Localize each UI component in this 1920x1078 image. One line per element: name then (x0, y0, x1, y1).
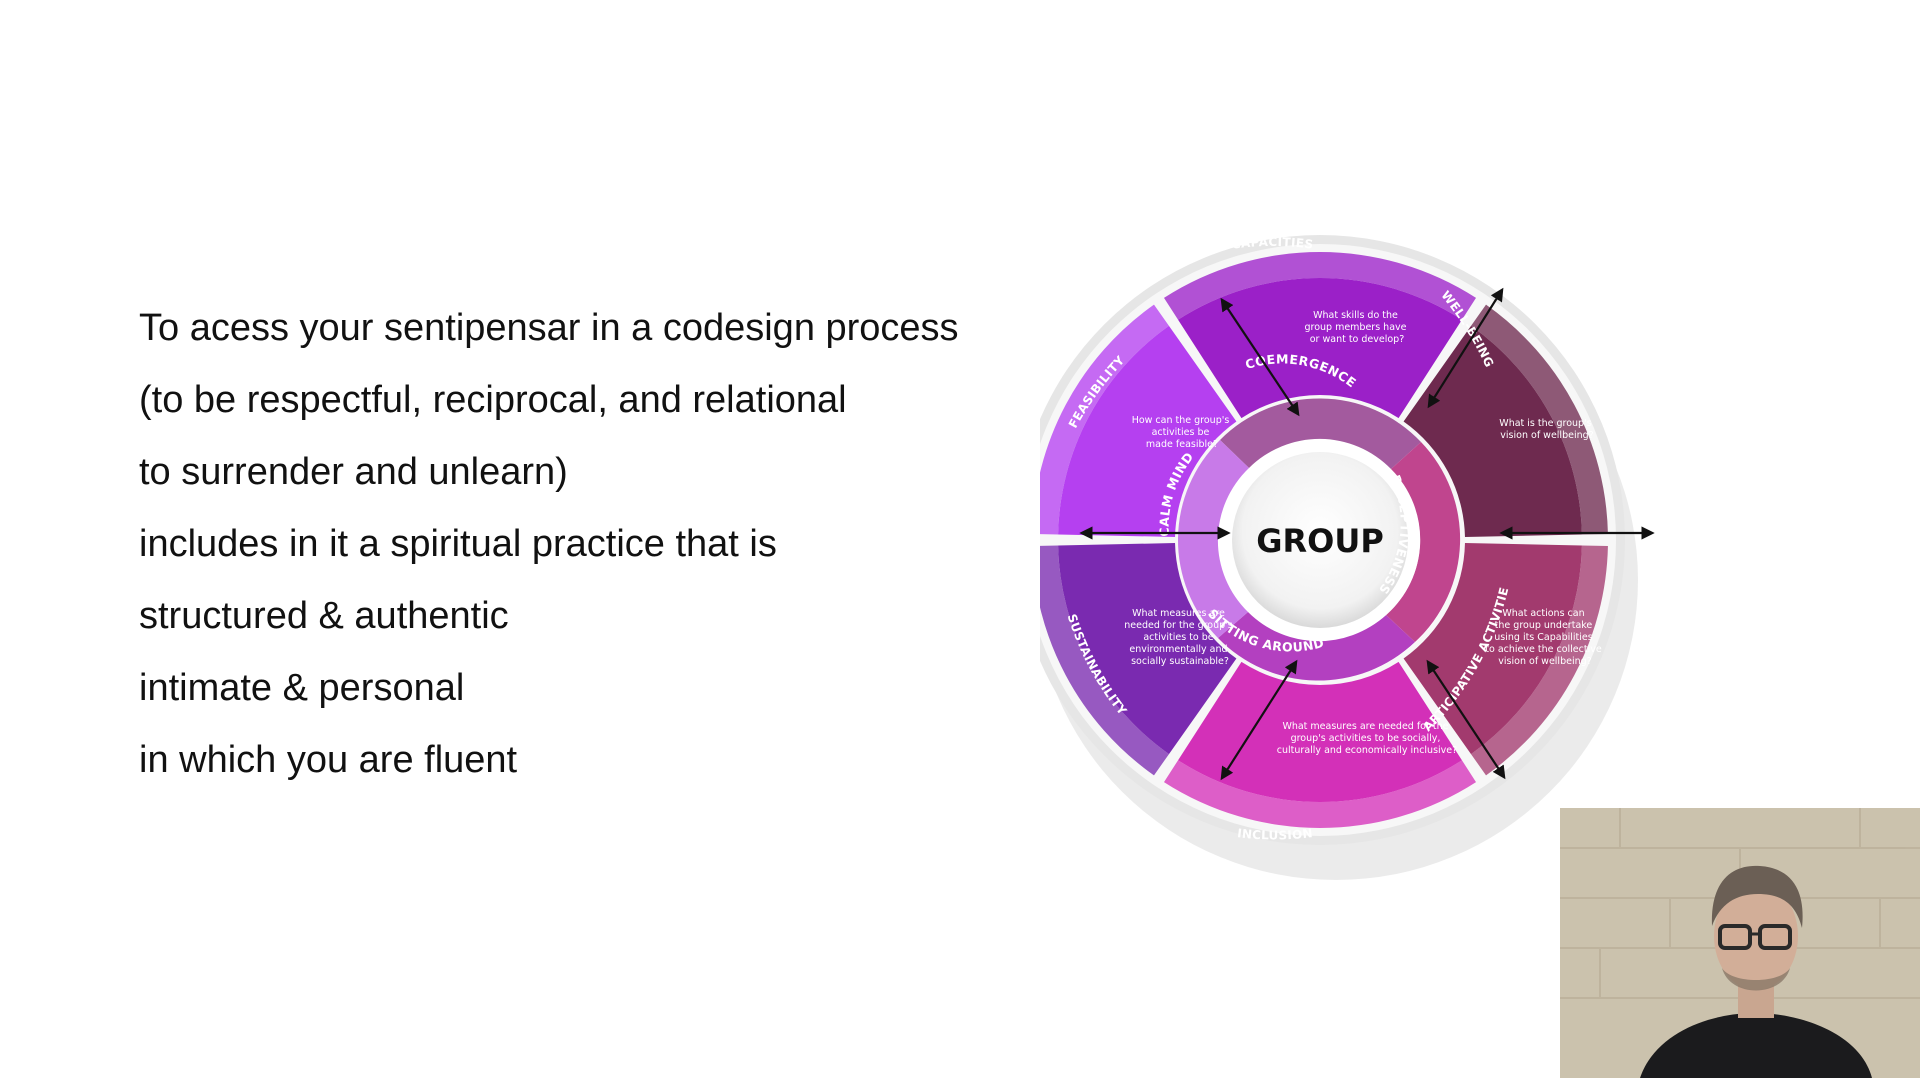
text-line: structured & authentic (139, 595, 509, 637)
arrow-capacities-wellbeing (1427, 287, 1504, 409)
center-label: GROUP (1256, 522, 1384, 560)
text-line: in which you are fluent (139, 739, 518, 781)
segment-band-inclusion (1163, 760, 1477, 828)
center-disc (1232, 452, 1408, 628)
question-sustainability: What measures are needed for the group's… (1124, 608, 1236, 667)
question-feasibility: How can the group's activities be made f… (1132, 415, 1233, 450)
segment-sustainability (1058, 543, 1237, 755)
slide-text: To acess your sentipensar in a codesign … (139, 292, 1019, 796)
question-wellbeing: What is the group's vision of wellbeing? (1499, 418, 1594, 441)
text-line: intimate & personal (139, 667, 465, 709)
question-capacities: What skills do the group members have or… (1304, 310, 1409, 345)
segment-band-sustainability (1040, 545, 1169, 776)
text-line: includes in it a spiritual practice that… (139, 523, 777, 565)
arrow-participative-inclusion (1426, 659, 1506, 780)
segment-band-capacities (1163, 252, 1477, 320)
arrow-inclusion-sustainability (1220, 659, 1298, 781)
arrows (1079, 287, 1655, 781)
arrow-capacities-feasibility (1220, 297, 1300, 417)
segment-feasibility (1058, 325, 1237, 537)
webcam-video (1560, 808, 1920, 1078)
outer-label-inclusion: INCLUSION (1237, 826, 1314, 842)
person-icon (1560, 808, 1920, 1078)
question-participative: What actions can the group undertake usi… (1485, 608, 1604, 667)
ring-receptiveness (1386, 442, 1461, 642)
wheel-svg: GROUP COEMERGENCE RECEPTIVENESS SITTING … (1040, 210, 1655, 880)
text-line: (to be respectful, reciprocal, and relat… (139, 379, 847, 421)
text-line: To acess your sentipensar in a codesign … (139, 307, 959, 349)
segment-band-feasibility (1040, 304, 1169, 535)
question-inclusion: What measures are needed for the group's… (1277, 721, 1457, 756)
group-wheel-diagram: GROUP COEMERGENCE RECEPTIVENESS SITTING … (1040, 210, 1700, 890)
text-line: to surrender and unlearn) (139, 451, 568, 493)
outer-label-capacities: CAPACITIES (1231, 235, 1314, 252)
